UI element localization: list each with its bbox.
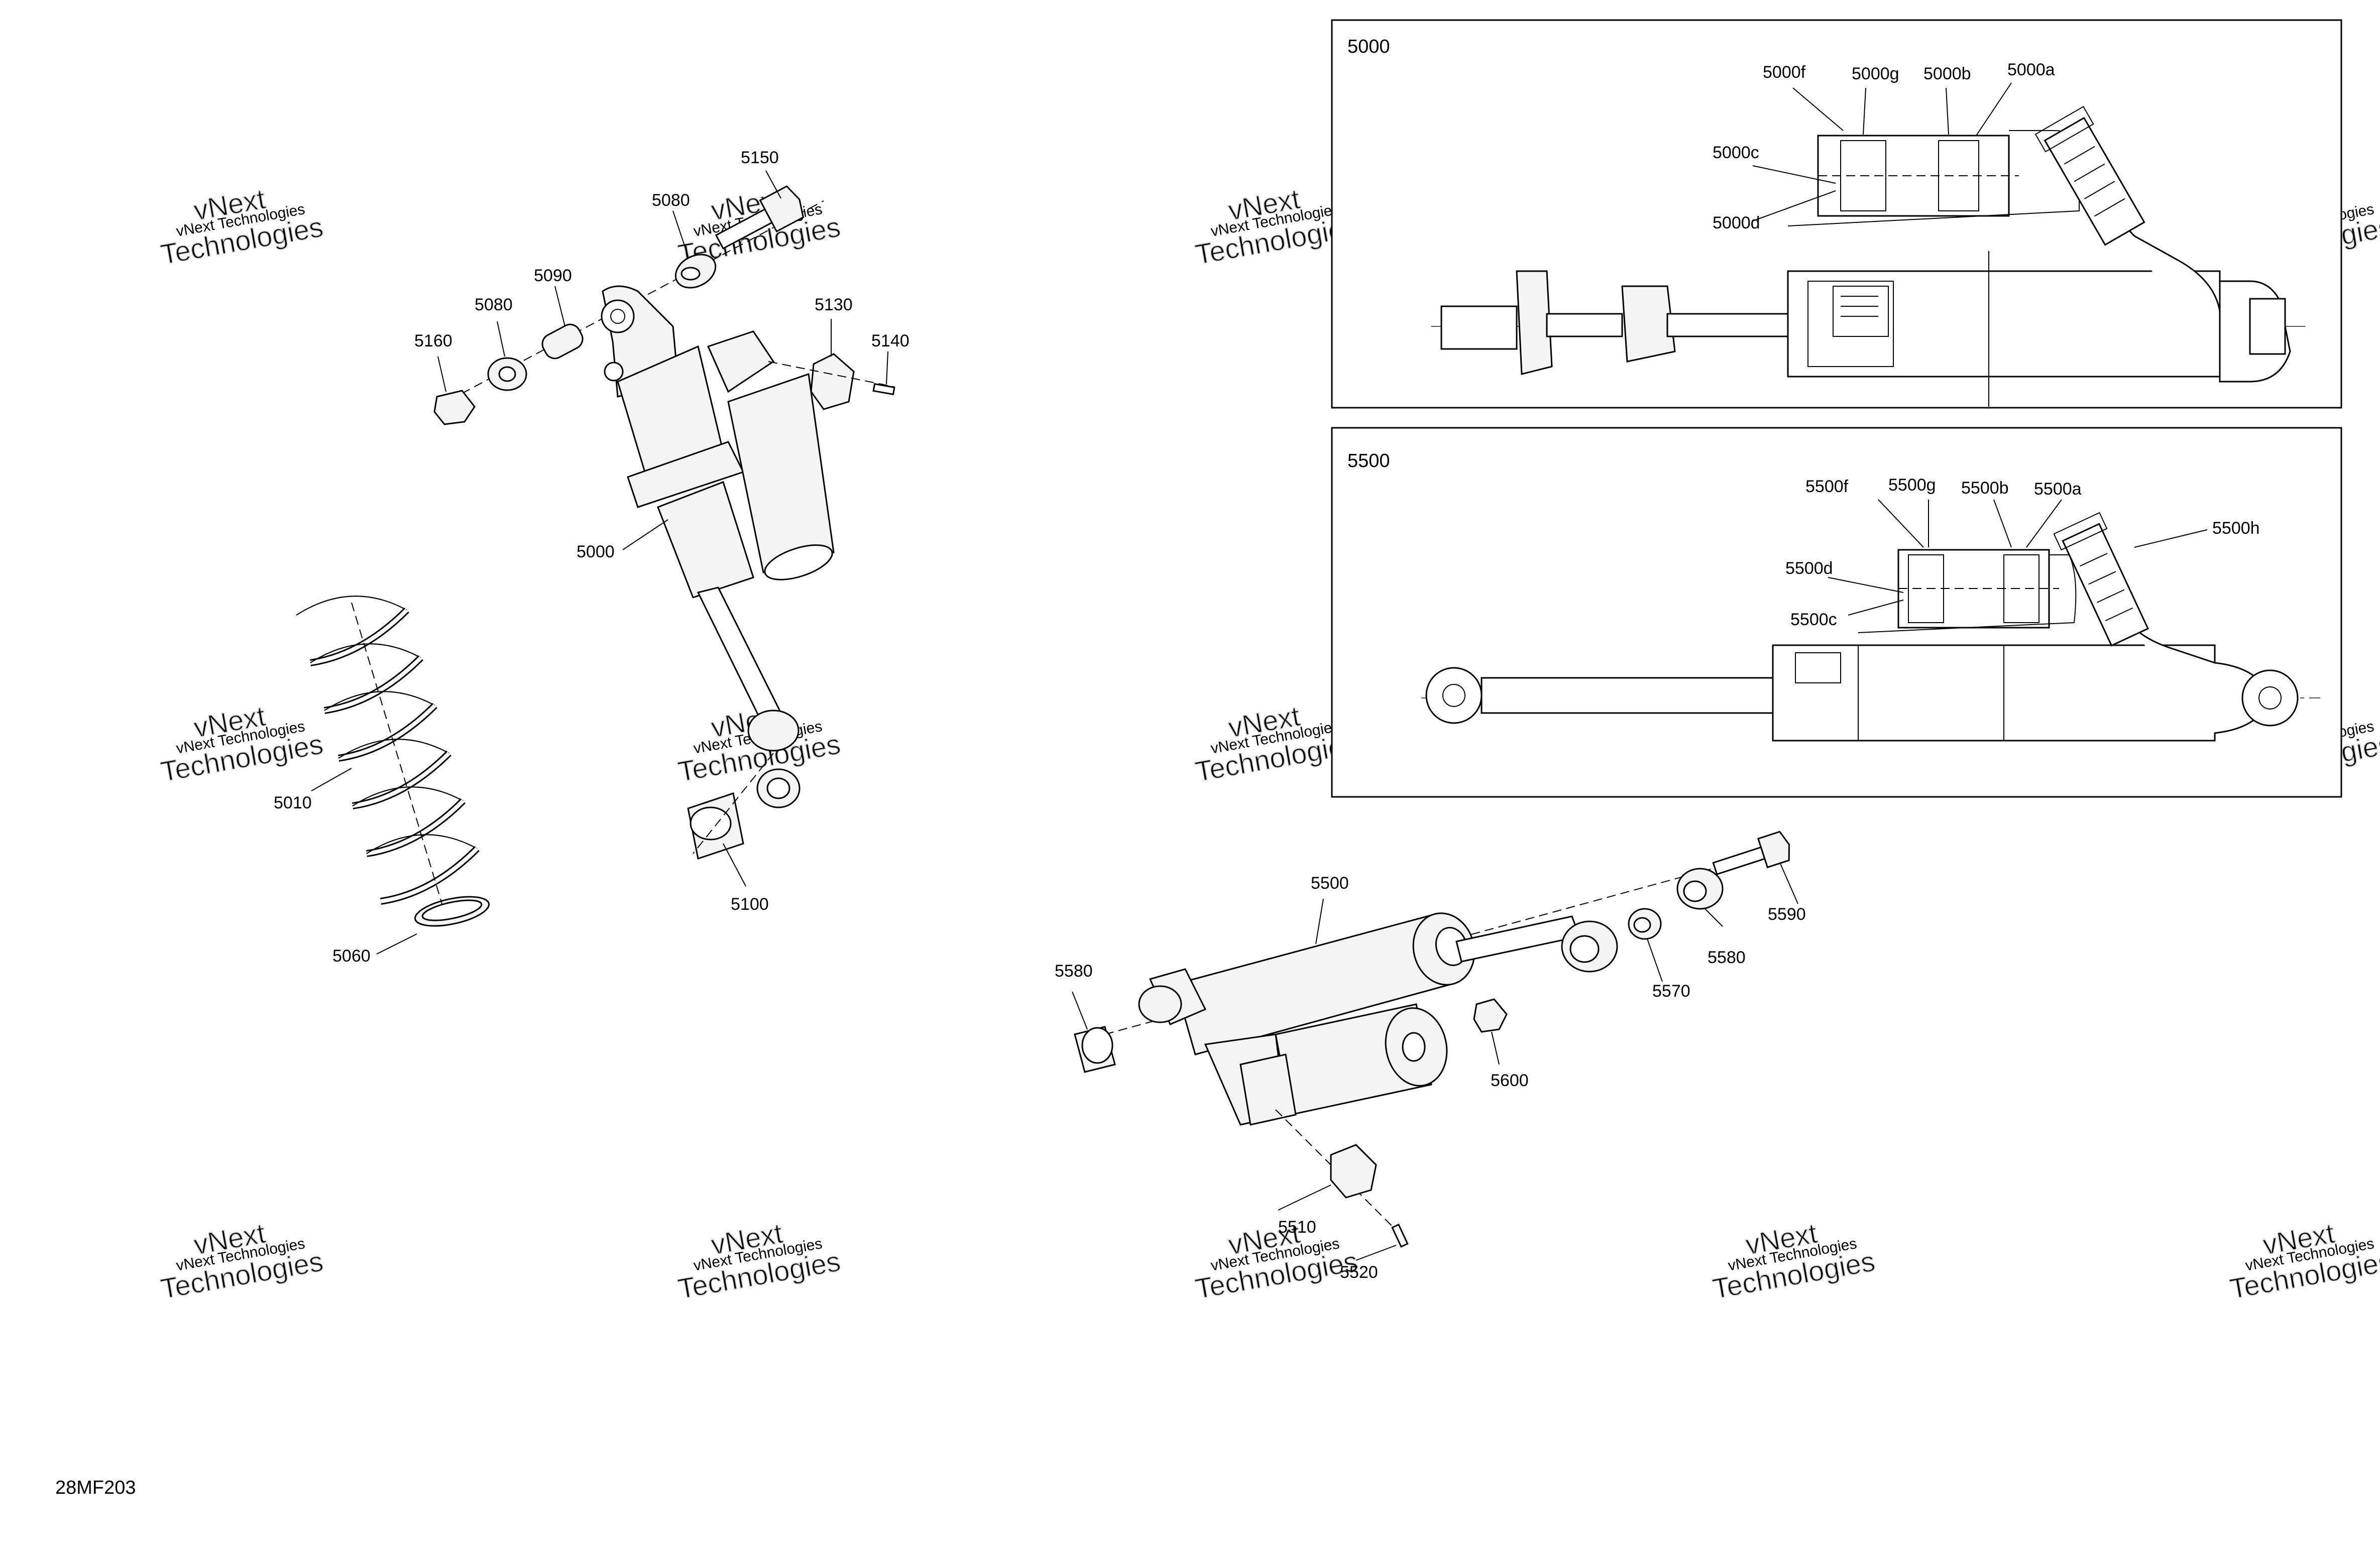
spring-coil-back-fill	[352, 786, 464, 806]
label-5000b: 5000b	[1923, 64, 1971, 83]
spring-coil-front-fill	[310, 609, 408, 665]
rear-shock-assembly	[1074, 830, 1790, 1248]
label-5000g: 5000g	[1852, 64, 1899, 83]
callout-5150: 5150	[741, 148, 779, 167]
callout-5140: 5140	[871, 331, 910, 350]
callout-5510: 5510	[1278, 1218, 1316, 1237]
spring-coil-back-fill	[338, 739, 449, 759]
adjuster-knob	[2034, 106, 2145, 246]
label-5500g: 5500g	[1888, 476, 1936, 495]
spring-coil-back-fill	[366, 834, 478, 854]
callout-5520: 5520	[1340, 1263, 1378, 1282]
bolt-5150	[715, 185, 805, 250]
spring-coil-back-fill	[296, 596, 407, 616]
circlip-5060	[414, 896, 490, 927]
label-5000d: 5000d	[1713, 213, 1760, 232]
spring-coil-front-fill	[380, 847, 479, 903]
label-5000c: 5000c	[1713, 143, 1759, 162]
callout-5590: 5590	[1768, 905, 1806, 924]
callout-5500: 5500	[1311, 874, 1349, 893]
callout-5570: 5570	[1652, 982, 1690, 1001]
callout-labels: 5150 5080 5090 5080 5160 5130 5140 5000 …	[274, 148, 1806, 1282]
spring-coil-front	[380, 846, 480, 905]
spring-coil-front-fill	[338, 704, 436, 760]
callout-5010: 5010	[274, 793, 312, 812]
adjuster-knob	[2053, 512, 2149, 647]
callout-5580-right: 5580	[1708, 948, 1746, 967]
bolt-5590	[1712, 830, 1790, 876]
callout-5080-top: 5080	[652, 191, 690, 210]
spring-coil-front-fill	[324, 656, 422, 713]
callout-5580-left: 5580	[1055, 962, 1093, 981]
detail-box-5500: 5500 5500	[1331, 427, 2342, 798]
callout-5100: 5100	[731, 895, 769, 914]
callout-5090: 5090	[534, 266, 572, 285]
detail-title: 5000	[1347, 36, 1390, 57]
sleeve-5090	[541, 323, 584, 360]
callout-5000: 5000	[577, 542, 615, 561]
label-5500b: 5500b	[1961, 479, 2009, 498]
leader-lines	[311, 170, 1798, 1261]
label-5500a: 5500a	[2034, 480, 2082, 499]
label-5000a: 5000a	[2007, 60, 2055, 79]
callout-5130: 5130	[815, 295, 853, 314]
label-5500h: 5500h	[2212, 519, 2260, 538]
front-shock-assembly	[433, 185, 895, 860]
callout-5080-washer: 5080	[475, 295, 513, 314]
spring-coil-back-fill	[324, 691, 435, 711]
label-plate	[1833, 286, 1889, 337]
spring-coil-front-fill	[352, 752, 450, 808]
spring-5010	[296, 596, 480, 905]
callout-5600: 5600	[1491, 1071, 1529, 1090]
label-5500f: 5500f	[1805, 477, 1849, 496]
detail-box-5000: 5000	[1331, 19, 2342, 409]
detail-title: 5500	[1347, 450, 1390, 471]
label-5000f: 5000f	[1763, 63, 1806, 82]
spring-coil-front-fill	[366, 799, 465, 856]
callout-5160: 5160	[414, 331, 452, 350]
label-5500d: 5500d	[1785, 559, 1833, 578]
spring-coil-back-fill	[310, 643, 421, 663]
label-5500c: 5500c	[1790, 610, 1837, 629]
callout-5060: 5060	[332, 946, 371, 966]
figure-code: 28MF203	[55, 1477, 136, 1498]
